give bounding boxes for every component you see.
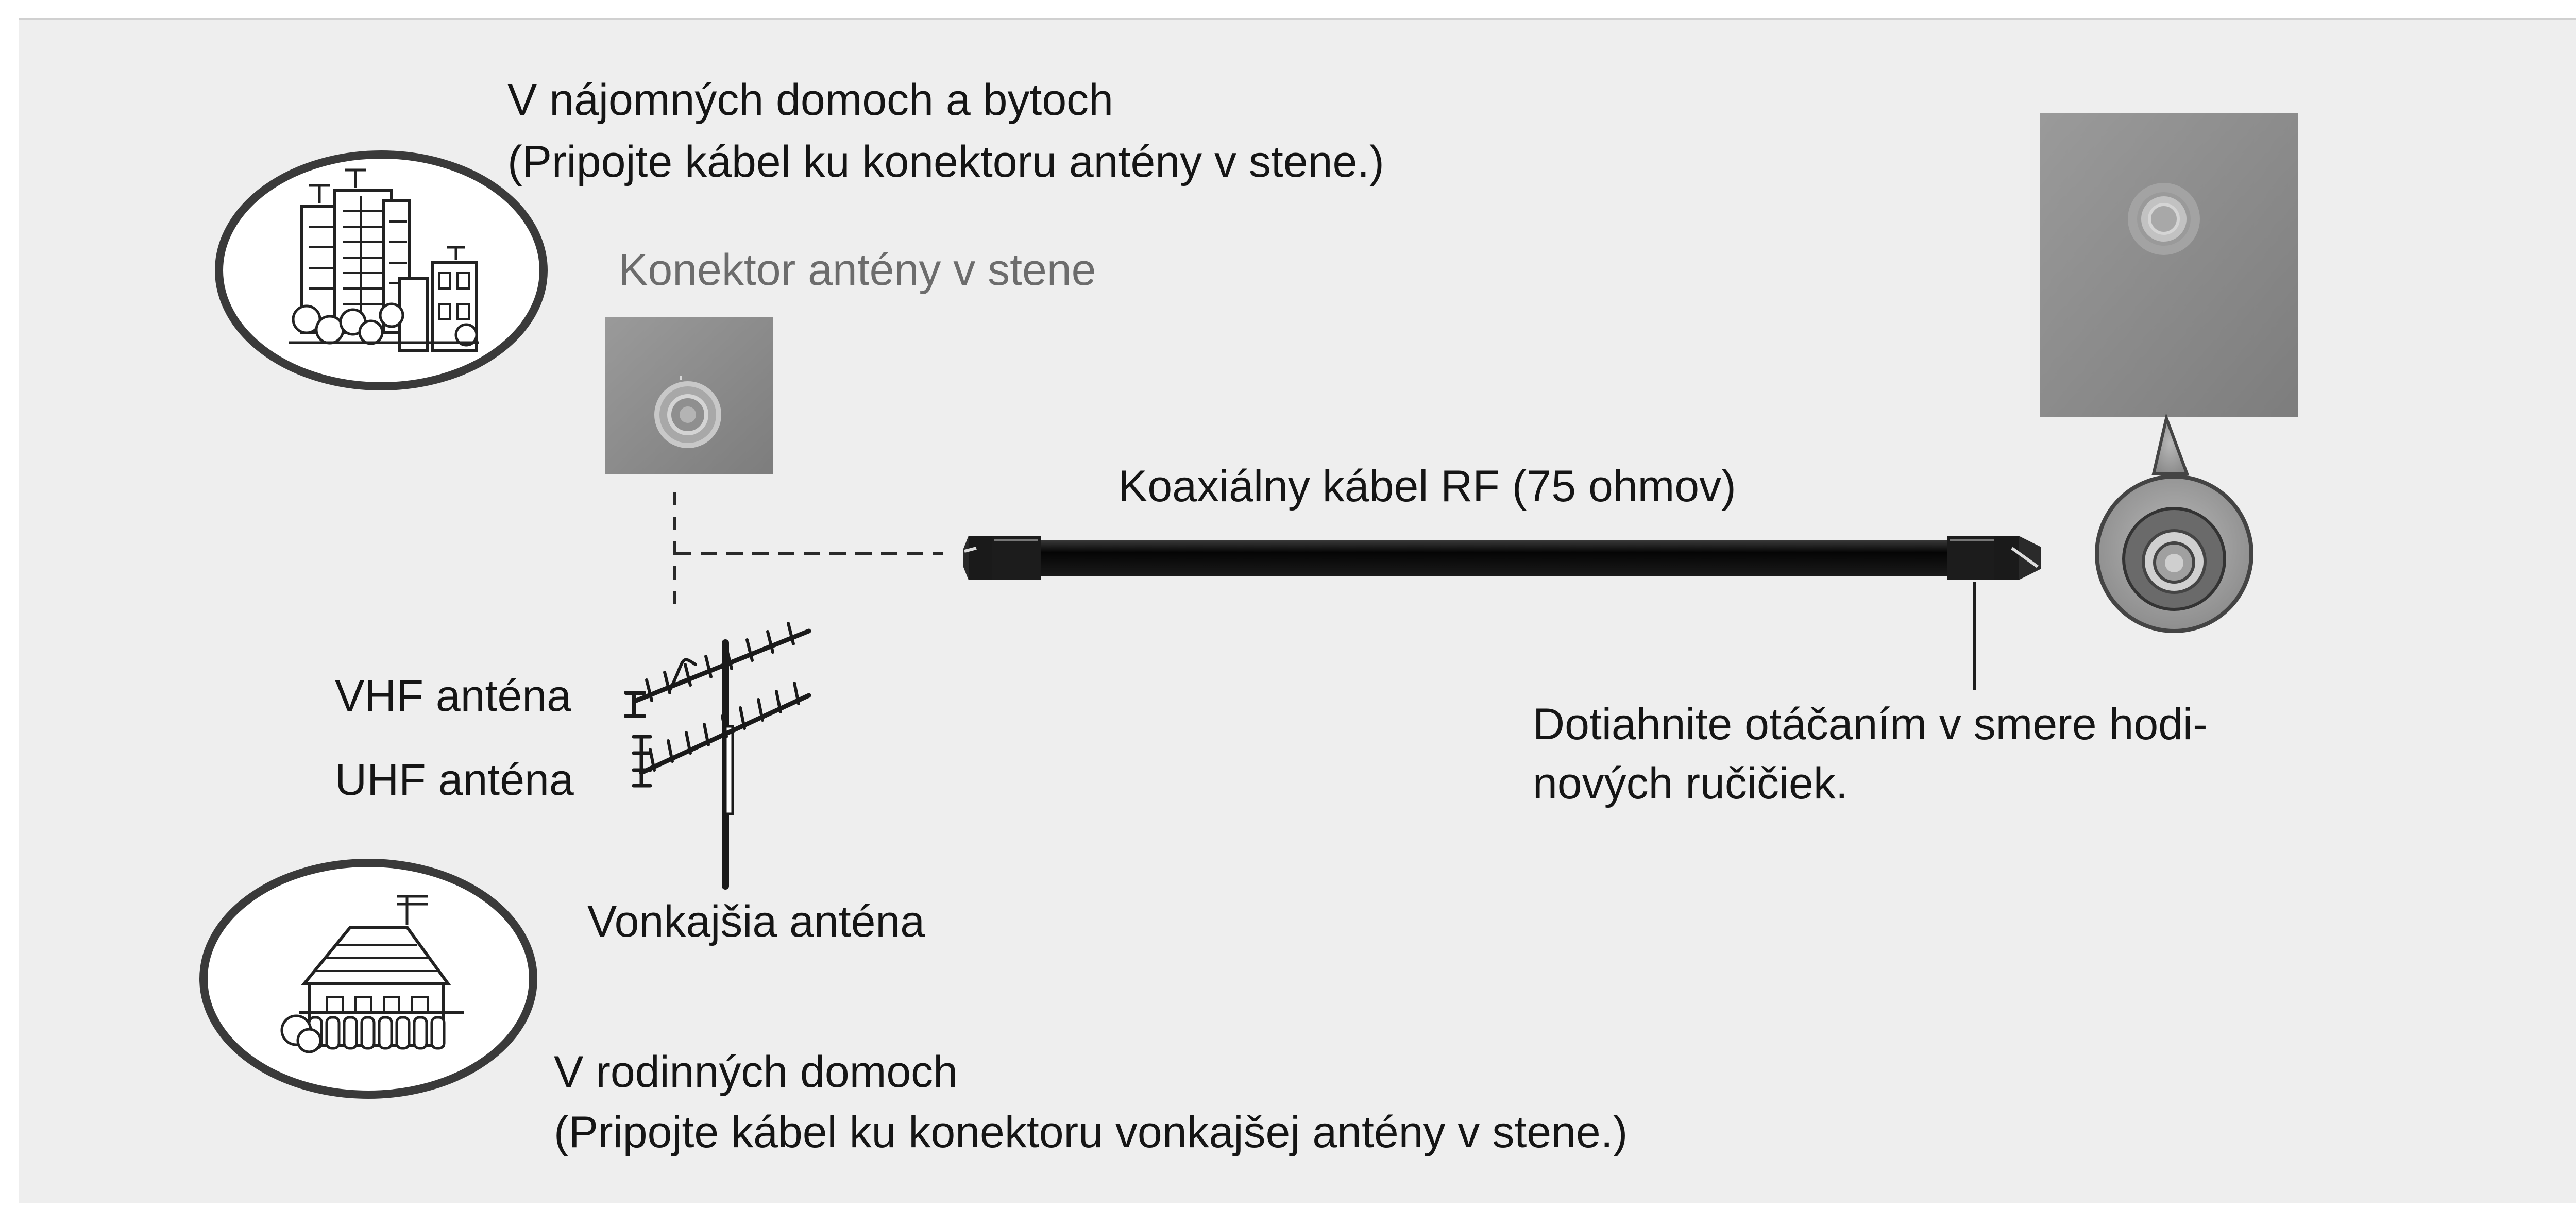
outdoor-antenna-label: Vonkajšia anténa (587, 897, 925, 946)
tighten-note-line1: Dotiahnite otáčaním v smere hodi- (1533, 700, 2208, 749)
family-house-icon (199, 859, 537, 1099)
uhf-antenna-label: UHF anténa (335, 755, 574, 805)
wall-antenna-socket-icon (605, 317, 773, 474)
apartment-buildings-icon (215, 150, 548, 390)
tighten-note-line2: nových ručičiek. (1533, 759, 1848, 808)
tv-antenna-input-icon (2040, 113, 2298, 633)
outdoor-antenna-icon (624, 622, 811, 890)
wall-connector-label: Konektor antény v stene (618, 245, 1096, 295)
cable-label: Koaxiálny kábel RF (75 ohmov) (1118, 462, 1736, 511)
apartments-heading: V nájomných domoch a bytoch (507, 75, 1113, 125)
house-heading: V rodinných domoch (554, 1047, 958, 1097)
vhf-antenna-label: VHF anténa (335, 671, 571, 721)
dashed-connection-lines (673, 492, 943, 613)
apartments-instruction: (Pripojte kábel ku konektoru antény v st… (507, 137, 1384, 186)
house-instruction: (Pripojte kábel ku konektoru vonkajšej a… (554, 1108, 1628, 1157)
coaxial-cable-icon (963, 536, 2041, 580)
